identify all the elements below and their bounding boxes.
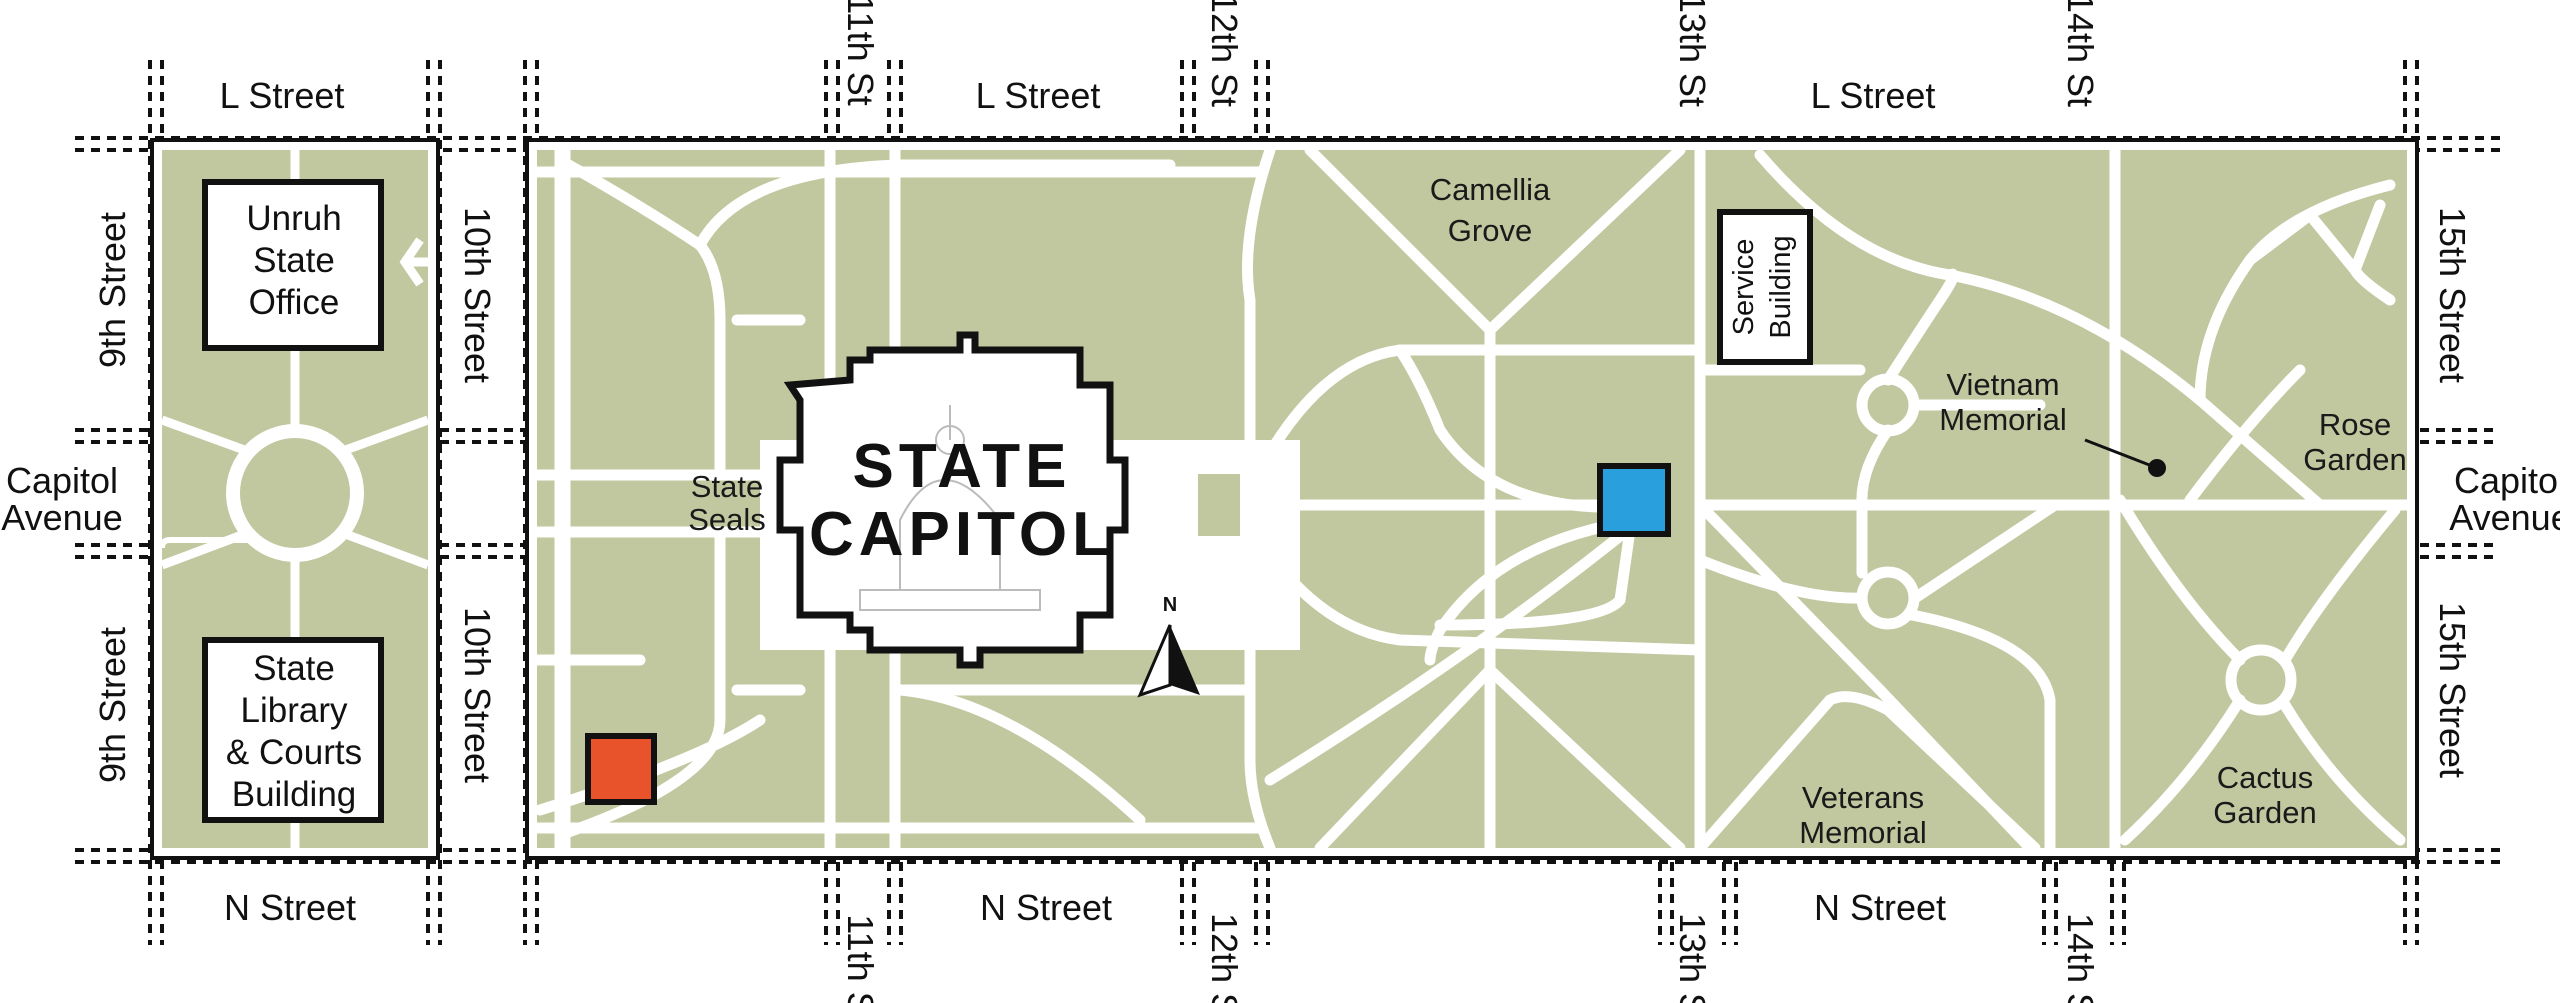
left-block: [150, 138, 440, 860]
tenth-street-label: 10th Street: [457, 207, 498, 383]
ninth-street-label: 9th Street: [92, 627, 133, 783]
fifteenth-street-label: 15th Street: [2432, 602, 2473, 778]
unruh-building-label: Unruh: [246, 199, 341, 238]
ninth-street-label: 9th Street: [92, 212, 133, 368]
library-building-label: Building: [232, 775, 357, 814]
vietnam-memorial-label: Vietnam: [1946, 367, 2059, 402]
cactus-garden-label: Cactus: [2217, 760, 2313, 795]
blue-location-marker[interactable]: [1597, 463, 1671, 537]
capitol-park: [525, 138, 2419, 860]
capitol-label: STATE: [852, 432, 1071, 501]
library-building-label: Library: [241, 691, 348, 730]
orange-location-marker[interactable]: [585, 733, 657, 805]
capitol-avenue-label: Avenue: [2449, 497, 2560, 538]
tenth-street-label: 10th Street: [457, 607, 498, 783]
north-label: N: [1163, 594, 1177, 616]
state-seals-label: State: [691, 469, 763, 504]
rose-garden-label: Garden: [2303, 442, 2406, 477]
state-seals-label: Seals: [688, 502, 766, 537]
north-arrow-icon: N: [1137, 594, 1200, 698]
library-building-label: State: [253, 649, 335, 688]
service-building-label: Service: [1728, 239, 1760, 336]
capitol-building: [760, 331, 1300, 669]
camellia-grove-label: Camellia: [1430, 172, 1551, 207]
eleventh-st-label: 11th St: [840, 0, 881, 106]
capitol-avenue-label: Capitol: [2454, 460, 2560, 501]
n-street-label: N Street: [1814, 887, 1946, 928]
rose-garden-label: Rose: [2319, 407, 2391, 442]
n-street-label: N Street: [224, 887, 356, 928]
veterans-memorial-label: Memorial: [1799, 815, 1926, 850]
eleventh-st-label: 11th St: [840, 914, 881, 1003]
twelfth-st-label: 12th St: [1204, 0, 1245, 107]
service-building-label: Building: [1765, 235, 1797, 338]
capitol-avenue-label: Capitol: [6, 460, 118, 501]
vietnam-memorial-marker: [2148, 459, 2166, 477]
n-street-label: N Street: [980, 887, 1112, 928]
l-street-label: L Street: [1811, 75, 1936, 116]
veterans-memorial-label: Veterans: [1802, 780, 1924, 815]
fifteenth-street-label: 15th Street: [2432, 207, 2473, 383]
cactus-garden-label: Garden: [2213, 795, 2316, 830]
service-building: [1717, 209, 1813, 365]
fourteenth-st-label: 14th St: [2060, 913, 2101, 1003]
capitol-avenue-label: Avenue: [1, 497, 122, 538]
vietnam-memorial-label: Memorial: [1939, 402, 2066, 437]
thirteenth-st-label: 13th St: [1672, 0, 1713, 107]
capitol-label: CAPITOL: [809, 500, 1115, 569]
thirteenth-st-label: 13th St: [1672, 913, 1713, 1003]
l-street-label: L Street: [976, 75, 1101, 116]
camellia-grove-label: Grove: [1448, 213, 1532, 248]
unruh-building-label: Office: [249, 283, 340, 322]
l-street-label: L Street: [220, 75, 345, 116]
unruh-building-label: State: [253, 241, 335, 280]
twelfth-st-label: 12th St: [1204, 913, 1245, 1003]
fourteenth-st-label: 14th St: [2060, 0, 2101, 107]
library-building-label: & Courts: [226, 733, 362, 772]
